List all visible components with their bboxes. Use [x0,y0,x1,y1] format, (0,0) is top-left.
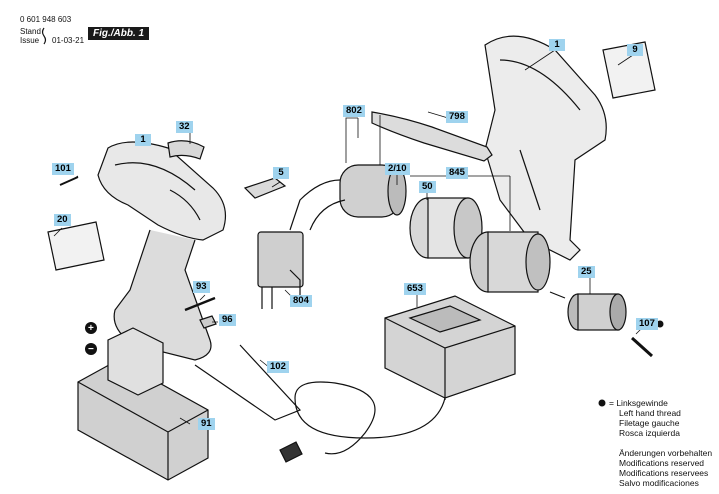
lh-thread-marker [656,320,664,328]
minus-symbol: − [88,344,94,355]
stand-brace [41,27,47,45]
part-tag-1b: 1 [135,134,151,146]
chuck-25 [567,293,627,331]
battery-pack [77,327,209,481]
part-tag-845: 845 [446,167,468,179]
pin-93 [184,296,216,312]
part-tag-802: 802 [343,105,365,117]
motor-assembly [289,164,407,231]
part-tag-9: 9 [627,44,643,56]
notice-line-4: Salvo modificaciones [619,478,699,488]
electronic-switch [257,231,304,309]
part-tag-107: 107 [636,318,658,330]
nameplate-20 [47,221,105,271]
part-tag-102: 102 [267,361,289,373]
issue-date: 01-03-21 [52,36,85,45]
switch-cover [167,140,205,160]
part-tag-25: 25 [578,266,595,278]
issue-label: Issue [20,36,40,45]
part-tag-2-10: 2/10 [385,163,410,175]
legend-line-3: Filetage gauche [619,418,680,428]
legend-line-2: Left hand thread [619,408,681,418]
doc-number: 0 601 948 603 [20,15,72,24]
belt-hook [194,344,302,421]
part-tag-96: 96 [219,314,236,326]
part-tag-1: 1 [549,39,565,51]
part-tag-101: 101 [52,163,74,175]
screw-107 [630,336,654,358]
part-tag-804: 804 [290,295,312,307]
part-tag-653: 653 [404,283,426,295]
charger-cable [294,381,446,455]
part-tag-32: 32 [176,121,193,133]
right-housing-half [484,35,607,261]
figure-label: Fig./Abb. 1 [88,27,150,40]
battery-polarity [85,322,97,355]
part-tag-5: 5 [273,167,289,179]
notice-line-3: Modifications reservees [619,468,709,478]
plus-symbol: + [88,323,94,334]
part-tag-91: 91 [198,418,215,430]
legend-line-1: = Linksgewinde [609,398,668,408]
part-tag-20: 20 [54,214,71,226]
left-housing-half [97,141,226,361]
stand-label: Stand [20,27,41,36]
gearbox [409,197,483,259]
belt-clip [371,111,493,162]
notice-line-1: Änderungen vorbehalten [619,448,713,458]
legend-marker [598,399,606,407]
legend-line-4: Rosca izquierda [619,428,680,438]
notice-line-2: Modifications reserved [619,458,705,468]
clutch-assembly [469,231,566,299]
spring-96 [199,315,217,329]
charger [384,295,516,400]
part-tag-50: 50 [419,181,436,193]
part-tag-93: 93 [193,281,210,293]
mains-plug [279,441,303,463]
part-tag-798: 798 [446,111,468,123]
switch-5 [243,177,287,199]
